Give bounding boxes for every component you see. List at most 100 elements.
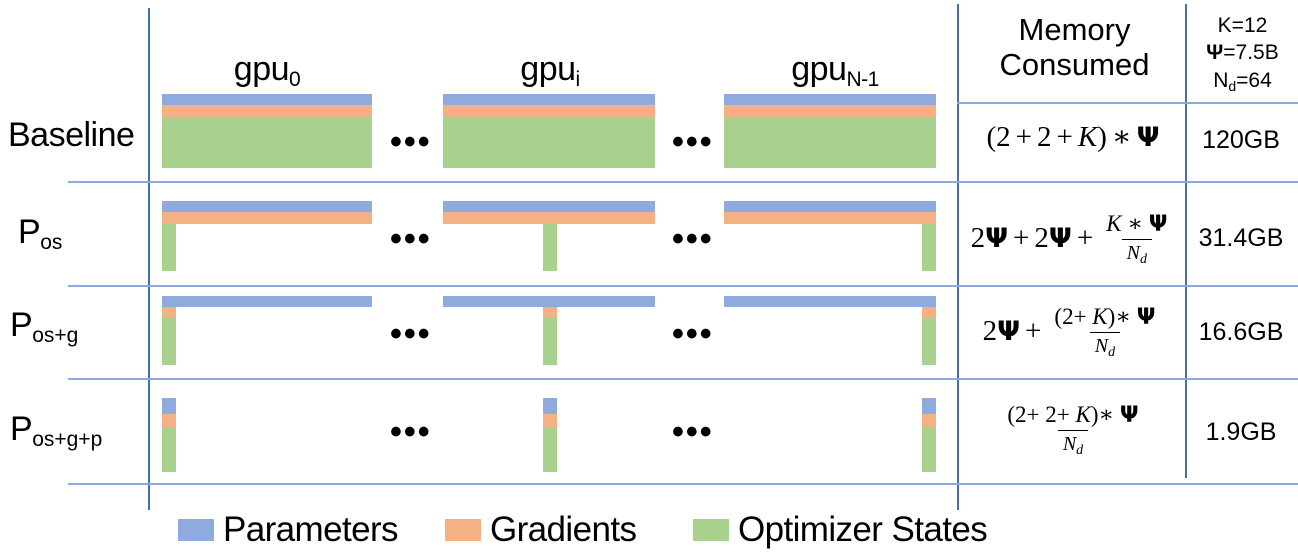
formula-token: 2 [982, 314, 998, 347]
formula-token: ∗ [1098, 402, 1115, 428]
gridline-row-3 [68, 378, 1298, 380]
segment-optimizer-states [922, 427, 936, 472]
formula-token: 2 [1034, 221, 1049, 254]
legend-item-parameters: Parameters [178, 512, 399, 547]
formula-token: + [1025, 314, 1042, 347]
formula-token: N [1126, 241, 1140, 264]
memory-consumed-line2: Consumed [999, 46, 1150, 82]
formula-token: K [1075, 402, 1091, 428]
ellipsis-p-os-g-1: ••• [390, 315, 432, 353]
segment-parameters [724, 94, 936, 105]
segment-optimizer-states [543, 224, 557, 271]
segment-gradients [443, 105, 655, 117]
memory-value-p-os: 31.4GB [1198, 224, 1284, 252]
config-nd-sub: d [1228, 77, 1237, 94]
segment-parameters [162, 296, 372, 307]
segment-gradients [543, 307, 557, 318]
fraction-numerator: (2+ 2+ K)∗ Ψ [1002, 403, 1143, 429]
config-k: K=12 [1217, 14, 1268, 37]
column-header-gpu0-text: gpu [233, 50, 290, 88]
segment-optimizer-states [724, 117, 936, 168]
ellipsis-p-os-g-2: ••• [672, 315, 714, 353]
segment-gradients [443, 212, 655, 224]
row-label-baseline-main: Baseline [8, 116, 135, 154]
fraction-p-os: K ∗ Ψ Nd [1101, 212, 1172, 267]
column-header-gpuN1-text: gpu [791, 50, 847, 88]
config-nd-value: =64 [1236, 68, 1272, 92]
config-nd: Nd=64 [1190, 67, 1295, 94]
formula-token: ( [1007, 402, 1016, 428]
formula-token: 2 [1036, 120, 1052, 153]
legend-label-gradients: Gradients [490, 510, 637, 549]
formula-token: ) [1107, 304, 1116, 330]
segment-parameters [724, 201, 936, 212]
legend-swatch-optimizer-states [693, 518, 729, 541]
legend-item-optimizer-states: Optimizer States [693, 512, 988, 547]
column-header-gpui-sub: i [575, 68, 581, 91]
formula-p-os-g-p: (2+ 2+ K)∗ Ψ Nd [962, 400, 1184, 458]
segment-gradients [724, 105, 936, 117]
row-label-p-os-g-p-main: P [10, 410, 33, 448]
ellipsis-p-os-g-p-2: ••• [672, 413, 714, 451]
segment-parameters [162, 398, 176, 414]
formula-token: + [1076, 221, 1094, 254]
formula-token: Ψ [997, 315, 1021, 347]
formula-token: d [1076, 442, 1084, 458]
formula-token: N [1062, 432, 1077, 455]
column-header-gpuN1-sub: N-1 [846, 68, 879, 91]
segment-optimizer-states [922, 224, 936, 271]
formula-token: N [1094, 334, 1109, 357]
formula-token: ∗ [1115, 304, 1131, 330]
formula-token: 2 [970, 221, 986, 254]
formula-token: Ψ [1048, 222, 1072, 254]
fraction-p-os-g-p: (2+ 2+ K)∗ Ψ Nd [1002, 403, 1143, 458]
formula-token: K [1092, 304, 1108, 330]
formula-token: ) [1090, 402, 1099, 428]
segment-parameters [443, 296, 655, 307]
row-label-p-os-g-main: P [10, 306, 33, 344]
row-label-p-os-g-p: Pos+g+p [10, 410, 102, 450]
formula-token: 2 [996, 120, 1011, 153]
formula-token: + [1015, 120, 1032, 153]
gridline-row-2 [68, 285, 1298, 287]
column-header-gpu0-sub: 0 [289, 68, 301, 91]
segment-parameters [162, 94, 372, 105]
segment-parameters [724, 296, 936, 307]
segment-gradients [162, 307, 176, 318]
segment-parameters [922, 398, 936, 414]
gridline-header [957, 102, 1298, 104]
segment-gradients [162, 212, 372, 224]
segment-gradients [922, 307, 936, 318]
segment-optimizer-states [922, 318, 936, 365]
row-label-p-os-g-sub: os+g [32, 324, 79, 347]
config-nd-main: N [1213, 68, 1229, 92]
ellipsis-p-os-1: ••• [390, 220, 432, 258]
formula-token: Ψ [1148, 212, 1168, 238]
formula-token: K [1077, 120, 1098, 153]
formula-token: ∗ [1111, 120, 1132, 153]
fraction-p-os-g: (2+ K)∗ Ψ Nd [1049, 305, 1160, 360]
memory-consumed-header: Memory Consumed [972, 12, 1177, 82]
formula-baseline: (2+2+K)∗Ψ [962, 118, 1184, 156]
column-header-gpui: gpui [455, 52, 645, 90]
segment-gradients [543, 414, 557, 427]
formula-token: 2 [1062, 304, 1074, 330]
legend-item-gradients: Gradients [445, 510, 637, 549]
formula-token: + [1013, 221, 1030, 254]
config-psi-symbol: Ψ [1206, 41, 1224, 65]
formula-token: + [1056, 402, 1070, 428]
row-label-baseline: Baseline [8, 116, 135, 154]
segment-optimizer-states [162, 427, 176, 472]
formula-token: ( [986, 120, 997, 153]
row-label-p-os-g-p-sub: os+g+p [32, 428, 103, 451]
segment-gradients [724, 212, 936, 224]
formula-token: d [1108, 344, 1116, 360]
segment-optimizer-states [162, 117, 372, 168]
fraction-numerator: (2+ K)∗ Ψ [1049, 305, 1160, 331]
ellipsis-p-os-2: ••• [672, 220, 714, 258]
config-psi: Ψ=7.5B [1190, 39, 1295, 66]
formula-token: ( [1054, 304, 1063, 330]
fraction-denominator: Nd [1057, 429, 1089, 458]
